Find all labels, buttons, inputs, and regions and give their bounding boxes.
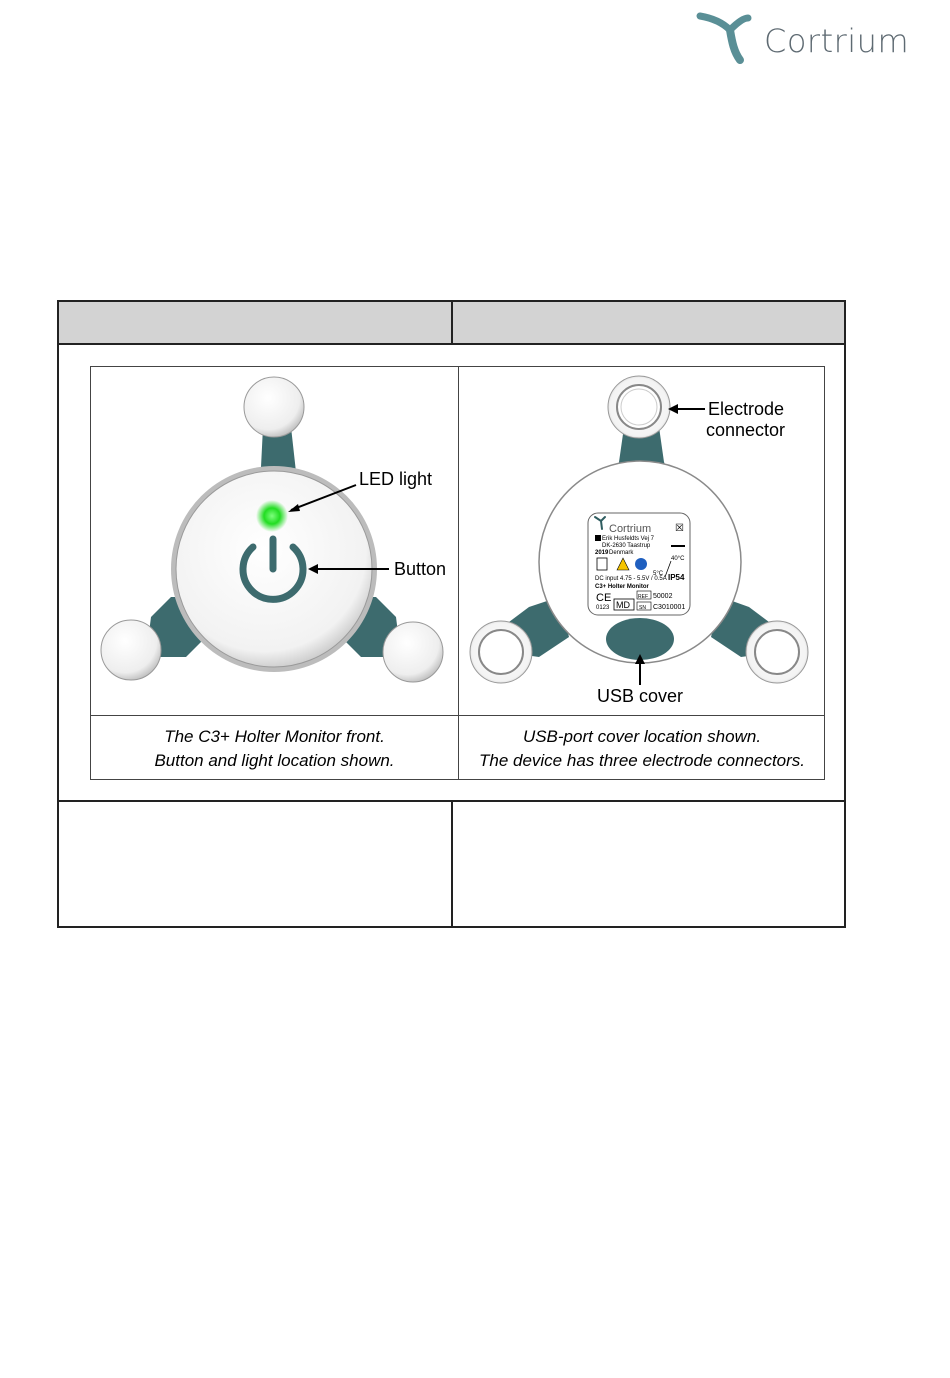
label-sn-tag: SN <box>639 605 646 611</box>
power-button-icon <box>239 535 307 603</box>
label-temp-high: 40°C <box>671 556 685 562</box>
label-country: Denmark <box>609 550 634 556</box>
usb-cover-icon <box>606 618 674 660</box>
electrode-label-line2: connector <box>706 420 785 440</box>
front-caption-line2: Button and light location shown. <box>154 751 395 770</box>
label-temp-low: 5°C <box>653 571 664 577</box>
label-md: MD <box>616 600 630 610</box>
back-caption: USB-port cover location shown. The devic… <box>459 725 825 773</box>
panel-divider-horizontal <box>91 715 824 716</box>
back-caption-line2: The device has three electrode connector… <box>478 751 806 770</box>
front-caption-line1: The C3+ Holter Monitor front. <box>164 727 385 746</box>
manufacturer-icon <box>595 535 601 541</box>
cortrium-y-icon <box>696 12 752 64</box>
table-column-divider <box>451 800 453 926</box>
label-ref: 50002 <box>653 593 673 600</box>
figure-panel: LED light Button <box>90 366 825 780</box>
warning-icon <box>616 557 630 571</box>
label-address2: DK-2630 Taastrup <box>602 543 651 549</box>
table-header-left <box>59 302 453 345</box>
table-header-right <box>453 302 844 345</box>
ifu-icon <box>635 558 647 570</box>
device-back-illustration: Cortrium ☒ Erik Husfeldts Vej 7 DK-2630 … <box>459 367 825 715</box>
label-brand: Cortrium <box>609 523 651 535</box>
label-ce: CE <box>596 592 611 604</box>
electrode-connector-icon <box>607 375 671 439</box>
label-ref-tag: REF <box>638 594 648 600</box>
label-address1: Erik Husfeldts Vej 7 <box>602 536 655 542</box>
label-dc: DC input 4.75 - 5.5V / 0.5A <box>595 576 667 582</box>
label-ip: IP54 <box>668 573 685 582</box>
led-light-label: LED light <box>359 469 432 489</box>
label-year: 2019 <box>595 550 609 556</box>
front-caption: The C3+ Holter Monitor front. Button and… <box>91 725 458 773</box>
type-bf-icon <box>596 557 608 571</box>
button-label: Button <box>394 559 446 579</box>
label-ce-num: 0123 <box>596 605 610 611</box>
back-caption-line1: USB-port cover location shown. <box>522 727 762 746</box>
label-sn: C3010001 <box>653 604 685 611</box>
panel-divider-vertical <box>458 367 459 779</box>
led-light-icon <box>256 500 288 532</box>
device-front-illustration: LED light Button <box>91 367 458 715</box>
usb-cover-label: USB cover <box>597 686 683 706</box>
weee-bin-icon: ☒ <box>675 523 684 534</box>
electrode-label-line1: Electrode <box>708 399 784 419</box>
cortrium-logo: Cortrium <box>694 8 910 68</box>
brand-name: Cortrium <box>764 22 910 60</box>
figure-table: LED light Button <box>57 300 846 928</box>
label-product: C3+ Holter Monitor <box>595 584 650 590</box>
